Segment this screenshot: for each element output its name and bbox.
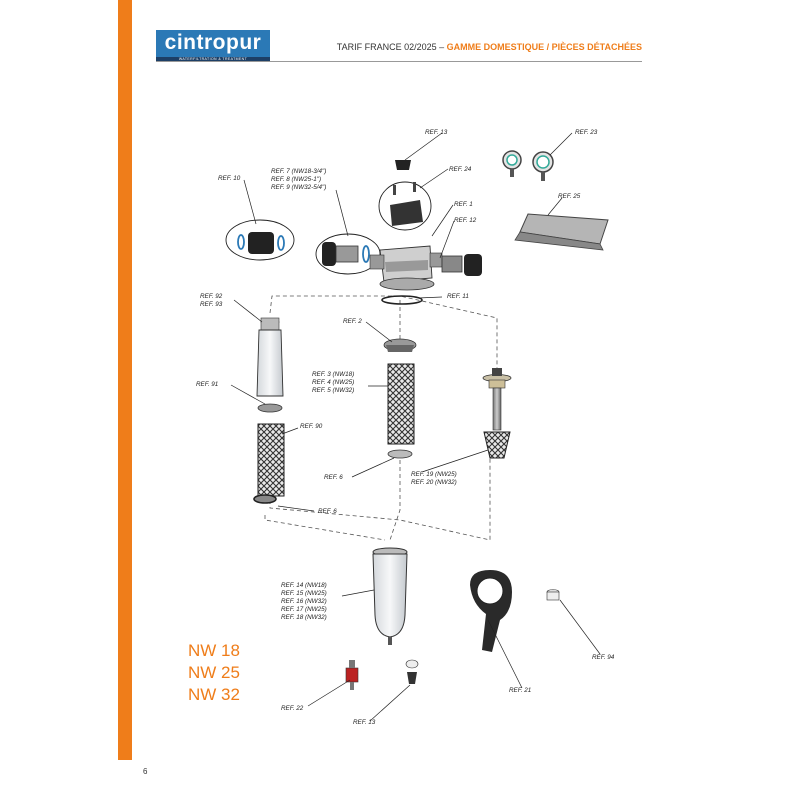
part-labels: REF. 13 REF. 24 REF. 23 REF. 1 REF. 12 R… [196, 129, 615, 726]
drain-valve [345, 660, 359, 690]
label-ref-7: REF. 7 (NW18-3/4") [271, 168, 326, 175]
leader-lines [230, 132, 601, 722]
clear-bowl [372, 547, 408, 645]
header-divider [156, 61, 642, 62]
label-ref-3: REF. 3 (NW18) [312, 371, 354, 378]
model-nw25: NW 25 [188, 663, 240, 682]
label-ref-8: REF. 8 (NW25-1") [271, 176, 321, 183]
connector-detail [315, 233, 381, 275]
label-ref-11: REF. 11 [447, 293, 469, 300]
label-ref-23: REF. 23 [575, 129, 598, 136]
label-ref-19: REF. 19 (NW25) [411, 471, 457, 478]
header-highlight: GAMME DOMESTIQUE / PIÈCES DÉTACHÉES [446, 42, 642, 52]
label-ref-22: REF. 22 [281, 705, 304, 712]
label-ref-91: REF. 91 [196, 381, 218, 388]
label-ref-24: REF. 24 [449, 166, 472, 173]
label-ref-25: REF. 25 [558, 193, 581, 200]
brand-tagline: WATERFILTRATION & TREATMENT [156, 57, 270, 62]
header-prefix: TARIF FRANCE 02/2025 – [336, 42, 447, 52]
label-ref-6-mid: REF. 6 [324, 474, 343, 481]
bowl-spanner [470, 570, 512, 652]
dip-tube-assembly [482, 368, 512, 459]
label-ref-5: REF. 5 (NW32) [312, 387, 354, 394]
label-ref-10: REF. 10 [218, 175, 241, 182]
assembly-guide-lines [264, 295, 498, 541]
label-ref-18: REF. 18 (NW32) [281, 614, 327, 621]
label-ref-13-bottom: REF. 13 [353, 719, 376, 726]
model-nw32: NW 32 [188, 685, 240, 704]
brand-name: cintropur [164, 31, 262, 54]
pressure-gauges [502, 150, 554, 181]
label-ref-94: REF. 94 [592, 654, 615, 661]
label-ref-90: REF. 90 [300, 423, 323, 430]
label-ref-9: REF. 9 (NW32-5/4") [271, 184, 326, 191]
label-ref-4: REF. 4 (NW25) [312, 379, 354, 386]
model-list: NW 18 NW 25 NW 32 [188, 640, 240, 706]
wall-bracket [514, 213, 609, 251]
label-ref-16: REF. 16 (NW32) [281, 598, 327, 605]
label-ref-1: REF. 1 [454, 201, 473, 208]
filter-head [369, 160, 482, 305]
side-accent-bar [118, 0, 132, 760]
label-ref-21: REF. 21 [509, 687, 531, 694]
label-ref-2: REF. 2 [343, 318, 362, 325]
label-ref-6-low: REF. 6 [318, 508, 337, 515]
label-ref-93: REF. 93 [200, 301, 223, 308]
drain-plug [405, 659, 419, 684]
page-header: TARIF FRANCE 02/2025 – GAMME DOMESTIQUE … [337, 42, 642, 52]
label-ref-13-top: REF. 13 [425, 129, 448, 136]
label-ref-15: REF. 15 (NW25) [281, 590, 327, 597]
label-ref-20: REF. 20 (NW32) [411, 479, 457, 486]
page-number: 6 [143, 767, 148, 776]
label-ref-12: REF. 12 [454, 217, 477, 224]
label-ref-92: REF. 92 [200, 293, 223, 300]
union-nut-detail [225, 219, 295, 261]
middle-cartridge-assembly [383, 338, 417, 459]
brand-logo: cintropur [156, 30, 270, 58]
left-bowl-assembly [253, 317, 285, 504]
label-ref-17: REF. 17 (NW25) [281, 606, 327, 613]
label-ref-14: REF. 14 (NW18) [281, 582, 327, 589]
model-nw18: NW 18 [188, 641, 240, 660]
small-cap [546, 589, 560, 601]
